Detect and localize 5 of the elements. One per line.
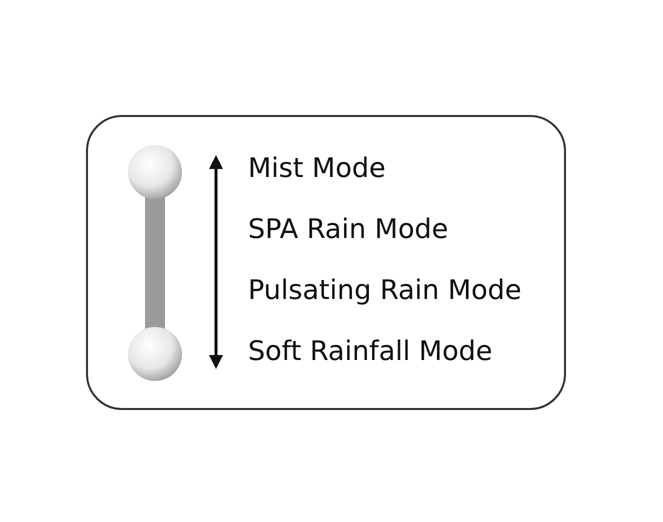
mode-label: SPA Rain Mode [248, 213, 450, 247]
mode-label: Mist Mode [248, 152, 387, 186]
mode-label: Soft Rainfall Mode [248, 335, 494, 369]
rounded-panel [86, 115, 566, 410]
mode-label: Pulsating Rain Mode [248, 274, 522, 308]
